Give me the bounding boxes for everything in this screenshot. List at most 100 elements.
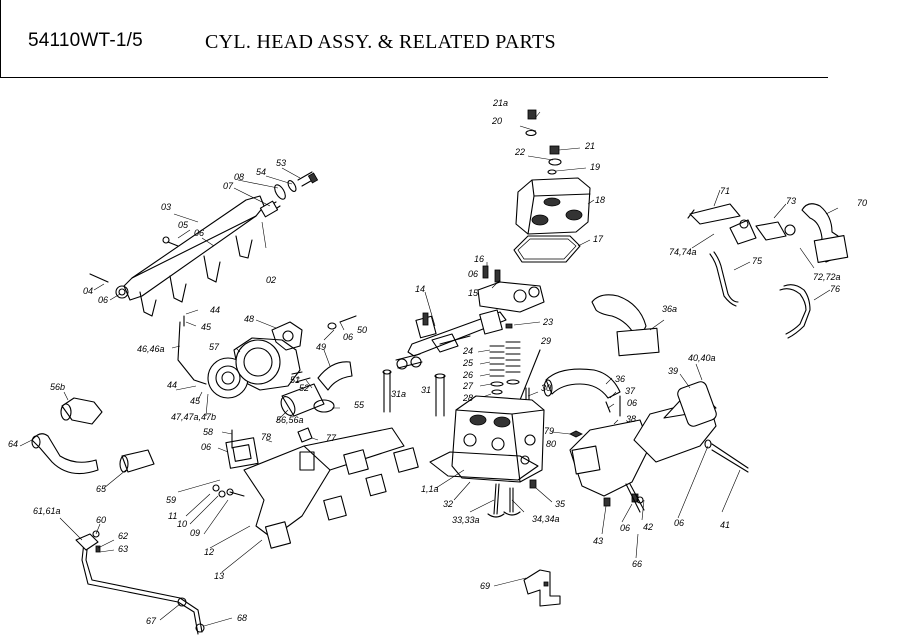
callout-15: 15 — [468, 288, 479, 298]
callout-14: 14 — [415, 284, 425, 294]
callout-06-r2: 06 — [620, 523, 630, 533]
callout-38: 38 — [626, 414, 636, 424]
callout-16: 16 — [474, 254, 484, 264]
callout-30: 30 — [541, 383, 551, 393]
callout-08: 08 — [234, 172, 244, 182]
callout-06-left: 06 — [98, 295, 108, 305]
callout-66: 66 — [632, 559, 642, 569]
callout-11: 11 — [168, 511, 177, 521]
callout-44b: 44 — [167, 380, 177, 390]
callout-20: 20 — [491, 116, 502, 126]
callout-35: 35 — [555, 499, 566, 509]
callout-56: 56,56a — [276, 415, 304, 425]
callout-70: 70 — [857, 198, 867, 208]
callout-06-rocker: 06 — [468, 269, 478, 279]
bracket-69 — [493, 569, 561, 607]
rocker-cover-group — [513, 109, 595, 263]
callout-19: 19 — [590, 162, 600, 172]
callout-67: 67 — [146, 616, 157, 626]
callout-13: 13 — [214, 571, 224, 581]
callout-labels: 21a 20 21 22 19 18 17 16 06 15 23 14 24 … — [8, 98, 867, 626]
callout-44: 44 — [210, 305, 220, 315]
callout-68: 68 — [237, 613, 247, 623]
callout-26: 26 — [462, 370, 473, 380]
callout-21: 21 — [584, 141, 595, 151]
callout-48: 48 — [244, 314, 254, 324]
callout-49: 49 — [316, 342, 326, 352]
callout-17: 17 — [593, 234, 604, 244]
callout-06-r3: 06 — [674, 518, 684, 528]
callout-79: 79 — [544, 426, 554, 436]
header-left-rule — [0, 0, 1, 77]
callout-42: 42 — [643, 522, 653, 532]
callout-62: 62 — [118, 531, 128, 541]
callout-57: 57 — [209, 342, 220, 352]
callout-39: 39 — [668, 366, 678, 376]
callout-28: 28 — [462, 393, 473, 403]
callout-18: 18 — [595, 195, 605, 205]
callout-12: 12 — [204, 547, 214, 557]
callout-77: 77 — [326, 433, 337, 443]
callout-64: 64 — [8, 439, 18, 449]
callout-36a: 36a — [662, 304, 677, 314]
callout-53: 53 — [276, 158, 286, 168]
callout-75: 75 — [752, 256, 763, 266]
callout-65: 65 — [96, 484, 107, 494]
egr-pipes — [687, 189, 849, 339]
callout-54: 54 — [256, 167, 266, 177]
callout-40: 40,40a — [688, 353, 716, 363]
callout-36: 36 — [615, 374, 625, 384]
callout-06-r1: 06 — [627, 398, 637, 408]
callout-37: 37 — [625, 386, 636, 396]
rocker-shaft-group — [395, 262, 545, 370]
document-code: 54110WT-1/5 — [28, 30, 143, 51]
callout-34: 34,34a — [532, 514, 560, 524]
cylinder-head — [382, 369, 583, 518]
turbocharger — [171, 309, 357, 423]
callout-55: 55 — [354, 400, 365, 410]
intake-hoses — [19, 391, 155, 489]
callout-10: 10 — [177, 519, 187, 529]
page-title: CYL. HEAD ASSY. & RELATED PARTS — [205, 31, 556, 53]
callout-04: 04 — [83, 286, 93, 296]
callout-47: 47,47a,47b — [171, 412, 216, 422]
callout-80: 80 — [546, 439, 556, 449]
callout-74: 74,74a — [669, 247, 697, 257]
callout-05: 05 — [178, 220, 189, 230]
valve-springs — [477, 341, 541, 421]
callout-72: 72,72a — [813, 272, 841, 282]
callout-52: 52 — [299, 383, 309, 393]
callout-76: 76 — [830, 284, 840, 294]
callout-24: 24 — [462, 346, 473, 356]
callout-27: 27 — [462, 381, 474, 391]
fuel-rail — [89, 167, 319, 317]
exhaust-pipe-36 — [543, 363, 749, 559]
callout-61: 61,61a — [33, 506, 61, 516]
callout-31: 31 — [421, 385, 431, 395]
callout-73: 73 — [786, 196, 796, 206]
callout-33: 33,33a — [452, 515, 480, 525]
callout-23: 23 — [542, 317, 553, 327]
callout-29: 29 — [540, 336, 551, 346]
callout-59: 59 — [166, 495, 176, 505]
callout-51: 51 — [290, 375, 300, 385]
callout-06-rail: 06 — [194, 228, 204, 238]
callout-06-turbo: 06 — [343, 332, 353, 342]
callout-46: 46,46a — [137, 344, 165, 354]
callout-31a: 31a — [391, 389, 406, 399]
callout-69: 69 — [480, 581, 490, 591]
callout-45: 45 — [201, 322, 212, 332]
exhaust-manifold — [177, 427, 419, 573]
callout-32: 32 — [443, 499, 453, 509]
callout-43: 43 — [593, 536, 603, 546]
callout-02: 02 — [266, 275, 276, 285]
callout-63: 63 — [118, 544, 128, 554]
callout-06-exhaust: 06 — [201, 442, 211, 452]
callout-71: 71 — [720, 186, 730, 196]
callout-09: 09 — [190, 528, 200, 538]
callout-22: 22 — [514, 147, 525, 157]
callout-07: 07 — [223, 181, 234, 191]
callout-60: 60 — [96, 515, 106, 525]
callout-41: 41 — [720, 520, 730, 530]
